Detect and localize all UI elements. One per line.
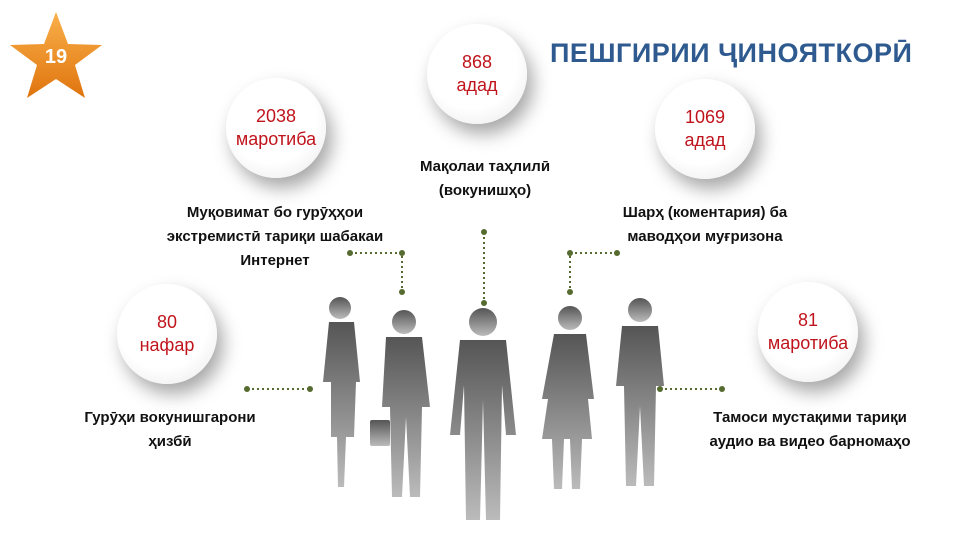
- man-briefcase-silhouette: [370, 310, 430, 497]
- stat-unit: маротиба: [767, 333, 849, 353]
- stat-circle: 868 адад: [427, 24, 527, 124]
- woman-silhouette: [323, 297, 360, 487]
- slide-number: 19: [44, 46, 68, 68]
- connector-line: [569, 252, 617, 292]
- stat-circle: 2038 маротиба: [226, 78, 326, 178]
- woman-right-silhouette: [542, 306, 594, 489]
- stat-circle: 1069 адад: [655, 79, 755, 179]
- stat-unit: нафар: [139, 335, 195, 355]
- star-icon: [10, 12, 102, 98]
- people-silhouettes: [323, 297, 664, 520]
- stat-value: 80: [156, 312, 178, 332]
- stat-unit: адад: [684, 130, 726, 150]
- stat-unit: адад: [456, 75, 498, 95]
- stat-unit: маротиба: [235, 129, 317, 149]
- man-arms-crossed-silhouette: [616, 298, 664, 486]
- stat-value: 1069: [684, 107, 726, 127]
- stat-circle: 80 нафар: [117, 284, 217, 384]
- page-title: ПЕШГИРИИ ҶИНОЯТКОРӢ: [550, 38, 913, 68]
- man-center-silhouette: [450, 308, 516, 520]
- stat-value: 81: [797, 310, 819, 330]
- slide-number-badge: 19: [8, 8, 104, 104]
- stat-value: 868: [461, 52, 493, 72]
- stat-label: Мақолаи таҳлилӣ(вокунишҳо): [419, 158, 551, 199]
- stat-circle: 81 маротиба: [758, 282, 858, 382]
- stat-value: 2038: [255, 106, 297, 126]
